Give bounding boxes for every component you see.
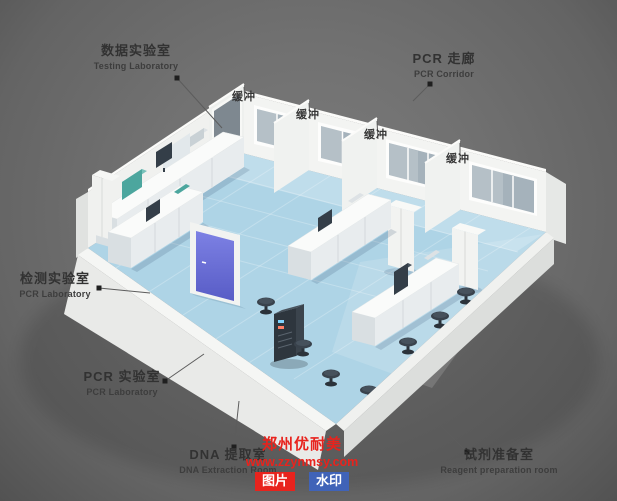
- tall-cabinet-1: [384, 200, 422, 276]
- callout-detection-lab-zh: 检测实验室: [19, 271, 90, 286]
- watermark-company: 郑州优耐美: [261, 436, 342, 453]
- callout-testing-lab-en: Testing Laboratory: [93, 60, 179, 71]
- lab-stool: [399, 337, 417, 355]
- purple-door-panel: [190, 222, 246, 309]
- teal-instrument: [174, 184, 190, 194]
- label-buffer-4: 缓冲: [446, 153, 470, 165]
- buffer-partition-2: [273, 99, 310, 193]
- callout-reagent-prep-zh: 试剂准备室: [463, 447, 534, 462]
- equipment-rack: [270, 304, 308, 369]
- watermark-tag-mark: 水印: [309, 472, 350, 491]
- callout-reagent-prep: 试剂准备室 Reagent preparation room: [436, 447, 562, 475]
- island-bench-left: [107, 184, 209, 272]
- bench-instrument: [348, 193, 364, 203]
- label-buffer-1: 缓冲: [232, 91, 256, 103]
- bench-monitor: [318, 209, 332, 232]
- bench-monitor: [156, 142, 172, 172]
- lab-stools: [257, 287, 475, 403]
- lab-stool: [257, 297, 275, 315]
- watermark: 郑州优耐美 www.zzynmsy.com 图片 水印: [237, 433, 367, 491]
- front-left-wall: [64, 248, 336, 470]
- center-bench: [287, 193, 397, 284]
- callout-pcr-lab: PCR 实验室 PCR Laboratory: [74, 369, 170, 397]
- leader-detection-lab: [98, 287, 151, 294]
- bench-analyzer: [394, 263, 412, 295]
- leader-pcr-lab: [164, 353, 205, 382]
- callout-dna-extraction-en: DNA Extraction Room: [179, 464, 277, 475]
- leader-buffer-3: [376, 120, 379, 140]
- bench-instrument: [190, 128, 208, 147]
- lab-stool: [322, 369, 340, 387]
- callout-pcr-corridor-en: PCR Corridor: [414, 68, 474, 79]
- watermark-tags: 图片 水印: [237, 472, 367, 491]
- watermark-website: www.zzynmsy.com: [245, 455, 359, 469]
- buffer-partition-3: [341, 117, 378, 211]
- lab-stool: [294, 339, 312, 357]
- leader-pcr-corridor: [412, 83, 431, 102]
- lab-stool: [457, 287, 475, 305]
- corridor-window-4: [469, 161, 537, 216]
- leader-lines: [98, 77, 468, 453]
- lab-fridge: [92, 170, 120, 240]
- leader-reagent-prep: [428, 413, 468, 453]
- east-wall-end: [546, 172, 566, 244]
- callout-detection-lab: 检测实验室 PCR Laboratory: [8, 271, 102, 299]
- callout-pcr-corridor-zh: PCR 走廊: [412, 51, 476, 66]
- front-right-wall: [336, 232, 554, 457]
- leader-buffer-2: [308, 102, 311, 120]
- leader-dna-extraction: [233, 400, 240, 448]
- callout-reagent-prep-en: Reagent preparation room: [440, 464, 558, 475]
- leader-buffer-1: [243, 86, 246, 102]
- teal-analyzer: [122, 169, 147, 200]
- callout-pcr-lab-en: PCR Laboratory: [86, 386, 158, 397]
- watermark-tag-image: 图片: [254, 472, 295, 491]
- bench-monitor: [146, 199, 160, 222]
- label-buffer-2: 缓冲: [296, 109, 320, 121]
- callout-pcr-lab-zh: PCR 实验室: [83, 369, 161, 384]
- right-bench: [351, 250, 465, 350]
- callout-testing-lab: 数据实验室 Testing Laboratory: [84, 43, 188, 71]
- buffer-partition-4: [424, 139, 461, 233]
- leader-testing-lab: [176, 77, 223, 129]
- label-buffer-3: 缓冲: [364, 129, 388, 141]
- callout-testing-lab-zh: 数据实验室: [100, 43, 171, 58]
- callout-dna-extraction: DNA 提取室 DNA Extraction Room: [168, 447, 288, 475]
- callout-pcr-corridor: PCR 走廊 PCR Corridor: [396, 51, 492, 79]
- buffer-partitions: [208, 83, 461, 233]
- bench-instrument: [424, 250, 440, 260]
- callout-dna-extraction-zh: DNA 提取室: [189, 447, 267, 462]
- callout-detection-lab-en: PCR Laboratory: [19, 288, 91, 299]
- leader-markers: [96, 75, 470, 455]
